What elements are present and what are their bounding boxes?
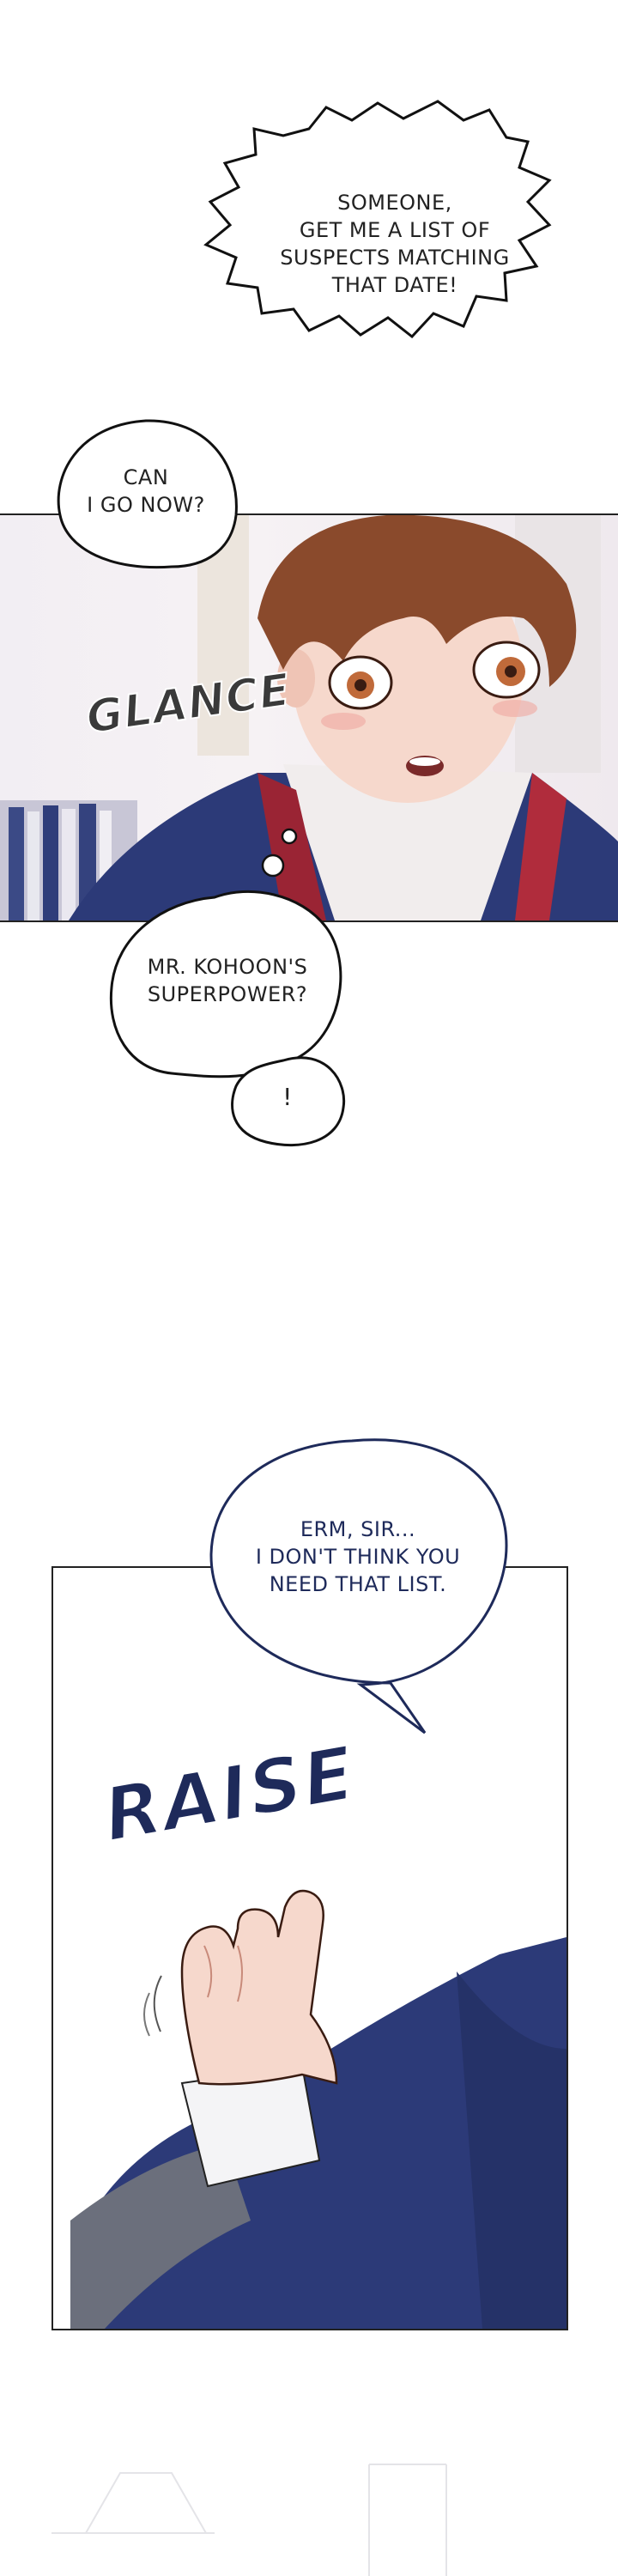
- hand-panel: [52, 1566, 568, 2330]
- thought-bubble-text: MR. KOHOON'S SUPERPOWER?: [147, 955, 308, 1006]
- hand-panel-art: [70, 1889, 566, 2329]
- can-i-go-bubble-text: CAN I GO NOW?: [87, 465, 205, 517]
- erm-bubble-text: ERM, SIR... I DON'T THINK YOU NEED THAT …: [255, 1517, 461, 1596]
- face-panel-art: [0, 515, 618, 920]
- exclaim-bubble-text: !: [282, 1083, 293, 1111]
- shout-bubble-text: SOMEONE, GET ME A LIST OF SUSPECTS MATCH…: [280, 191, 510, 297]
- face-panel: [0, 513, 618, 922]
